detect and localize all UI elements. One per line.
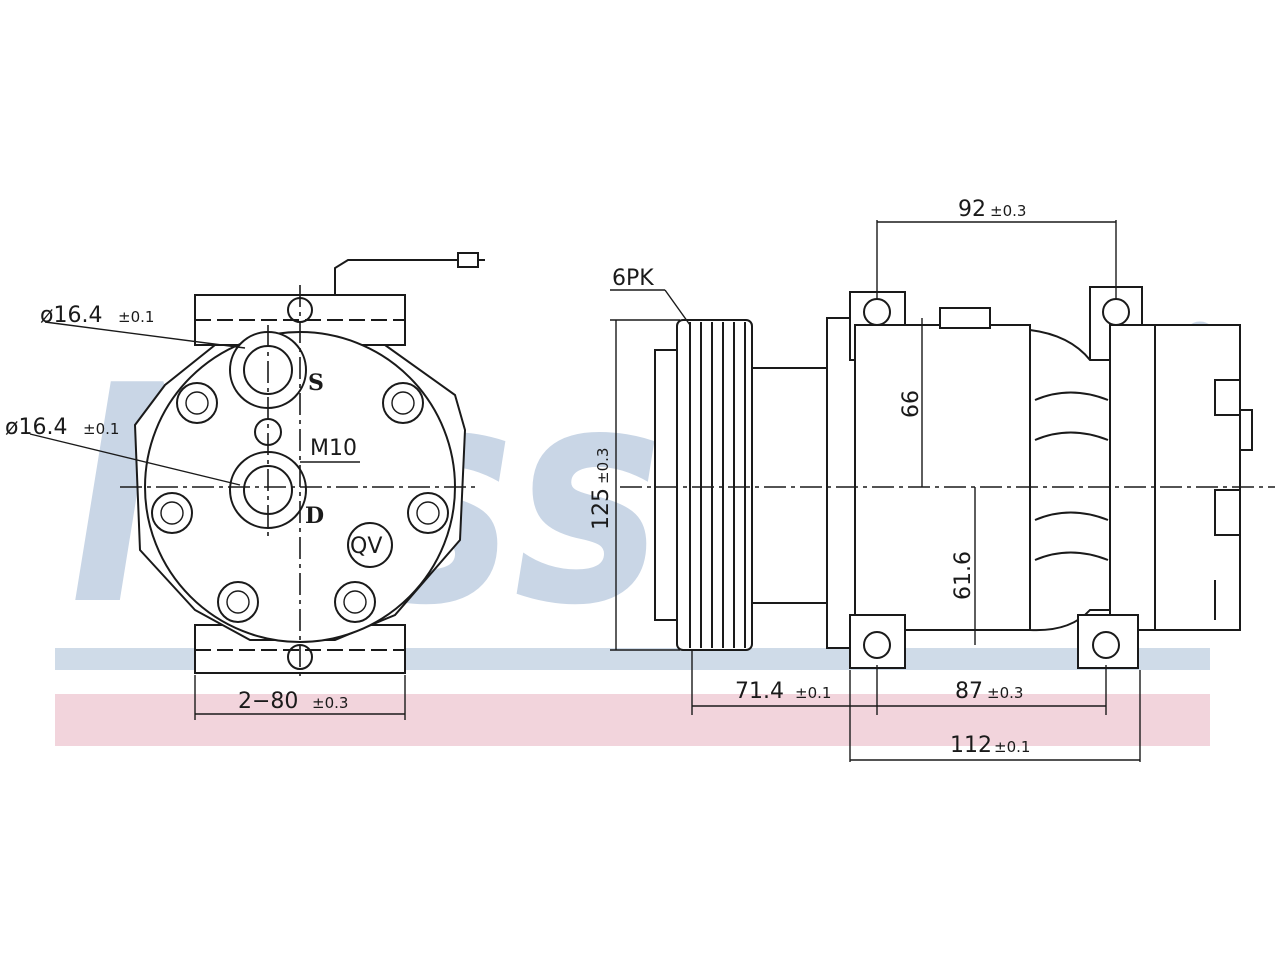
pulley-diameter-tol: ±0.3 — [594, 448, 612, 484]
bottom-rear-mount — [1077, 614, 1139, 669]
rear-cover — [1154, 324, 1241, 631]
rear-head — [1109, 324, 1156, 631]
mount-spacing-tol: ±0.3 — [312, 694, 348, 712]
valve-circle — [347, 522, 393, 568]
pulley-type-label: 6PK — [612, 266, 654, 291]
bottom-front-mount — [849, 614, 906, 669]
discharge-port-label: D — [305, 503, 324, 529]
clutch-hub — [751, 367, 828, 604]
top-mount-spacing-tol: ±0.3 — [990, 202, 1026, 220]
suction-port-label: S — [308, 370, 324, 396]
bottom-mount-spacing-tol: ±0.3 — [987, 684, 1023, 702]
front-head — [826, 317, 856, 649]
sensor-cable — [334, 259, 460, 295]
top-fitting — [939, 307, 991, 329]
upper-height-label: 66 — [899, 390, 924, 418]
top-mount-spacing-label: 92 — [958, 197, 986, 222]
pulley-diameter-label: 125 — [589, 488, 614, 530]
discharge-diameter-tol: ±0.1 — [83, 420, 119, 438]
front-view: ø16.4 ±0.1 ø16.4 ±0.1 S D M10 QV 2−80 ±0… — [5, 252, 485, 720]
thread-label: M10 — [310, 436, 357, 461]
body-length-label: 112 — [950, 733, 992, 758]
mount-spacing-label: 2−80 — [238, 689, 298, 714]
body-length-tol: ±0.1 — [994, 738, 1030, 756]
suction-diameter-label: ø16.4 — [40, 303, 102, 328]
pulley-offset-label: 71.4 — [735, 679, 784, 704]
bottom-mount-spacing-label: 87 — [955, 679, 983, 704]
lower-height-label: 61.6 — [951, 551, 976, 600]
compressor-body — [854, 324, 1031, 631]
pulley-grooves — [689, 322, 746, 648]
watermark-band-pink — [55, 694, 1210, 746]
valve-label: QV — [350, 534, 382, 559]
side-view: 125 ±0.3 6PK 92 ±0.3 66 61.6 71.4 ±0.1 8… — [589, 197, 1275, 762]
pulley — [676, 319, 753, 651]
cylinder-lobes — [1029, 328, 1111, 632]
suction-diameter-tol: ±0.1 — [118, 308, 154, 326]
bolt-holes — [151, 382, 449, 623]
pulley-offset-tol: ±0.1 — [795, 684, 831, 702]
discharge-diameter-label: ø16.4 — [5, 415, 67, 440]
clutch-plate — [654, 349, 678, 621]
